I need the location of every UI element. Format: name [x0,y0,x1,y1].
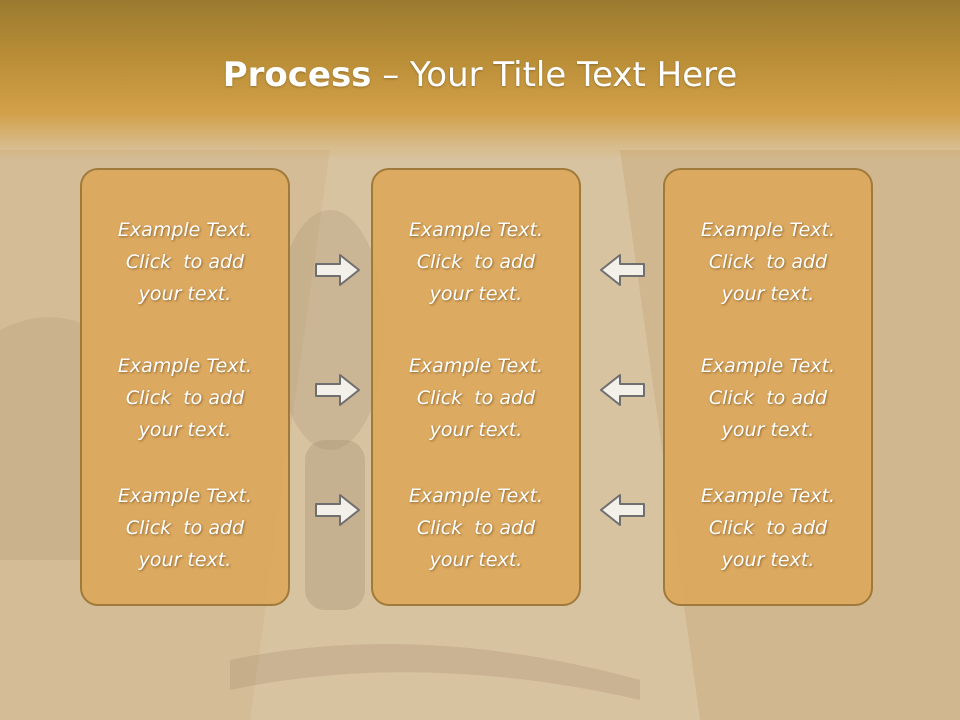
arrow-left-icon [600,254,645,286]
text-line: your text. [429,549,523,571]
text-line: Click to add [125,387,245,409]
arrow-left-icon [600,494,645,526]
process-box-center[interactable]: Example Text. Click to add your text. Ex… [371,168,581,606]
text-line: Example Text. [117,355,253,377]
arrow-left-icon [600,374,645,406]
text-line: Example Text. [408,485,544,507]
text-line: Example Text. [117,485,253,507]
text-line: Click to add [708,517,828,539]
text-block[interactable]: Example Text. Click to add your text. [665,350,871,446]
text-line: Click to add [416,517,536,539]
text-block[interactable]: Example Text. Click to add your text. [373,214,579,310]
text-line: Click to add [708,387,828,409]
text-line: Click to add [416,251,536,273]
text-block[interactable]: Example Text. Click to add your text. [665,480,871,576]
arrow-right-icon [315,254,360,286]
text-block[interactable]: Example Text. Click to add your text. [373,480,579,576]
text-line: Click to add [416,387,536,409]
title-rest: – Your Title Text Here [371,55,738,95]
text-line: your text. [138,283,232,305]
text-line: your text. [138,419,232,441]
text-line: Example Text. [117,219,253,241]
text-block[interactable]: Example Text. Click to add your text. [82,480,288,576]
text-line: your text. [721,419,815,441]
title-bold: Process [222,55,372,95]
arrow-right-icon [315,494,360,526]
text-line: Example Text. [408,355,544,377]
text-block[interactable]: Example Text. Click to add your text. [82,214,288,310]
text-line: Example Text. [408,219,544,241]
slide-title[interactable]: Process – Your Title Text Here [0,50,960,100]
text-line: Example Text. [700,485,836,507]
text-line: Example Text. [700,355,836,377]
header-band [0,0,960,160]
process-box-right[interactable]: Example Text. Click to add your text. Ex… [663,168,873,606]
text-line: your text. [721,283,815,305]
text-line: your text. [429,419,523,441]
text-block[interactable]: Example Text. Click to add your text. [373,350,579,446]
text-line: Click to add [708,251,828,273]
text-block[interactable]: Example Text. Click to add your text. [665,214,871,310]
text-line: your text. [429,283,523,305]
text-line: Click to add [125,251,245,273]
arrow-right-icon [315,374,360,406]
text-line: Click to add [125,517,245,539]
text-line: your text. [721,549,815,571]
text-line: your text. [138,549,232,571]
text-block[interactable]: Example Text. Click to add your text. [82,350,288,446]
process-box-left[interactable]: Example Text. Click to add your text. Ex… [80,168,290,606]
text-line: Example Text. [700,219,836,241]
